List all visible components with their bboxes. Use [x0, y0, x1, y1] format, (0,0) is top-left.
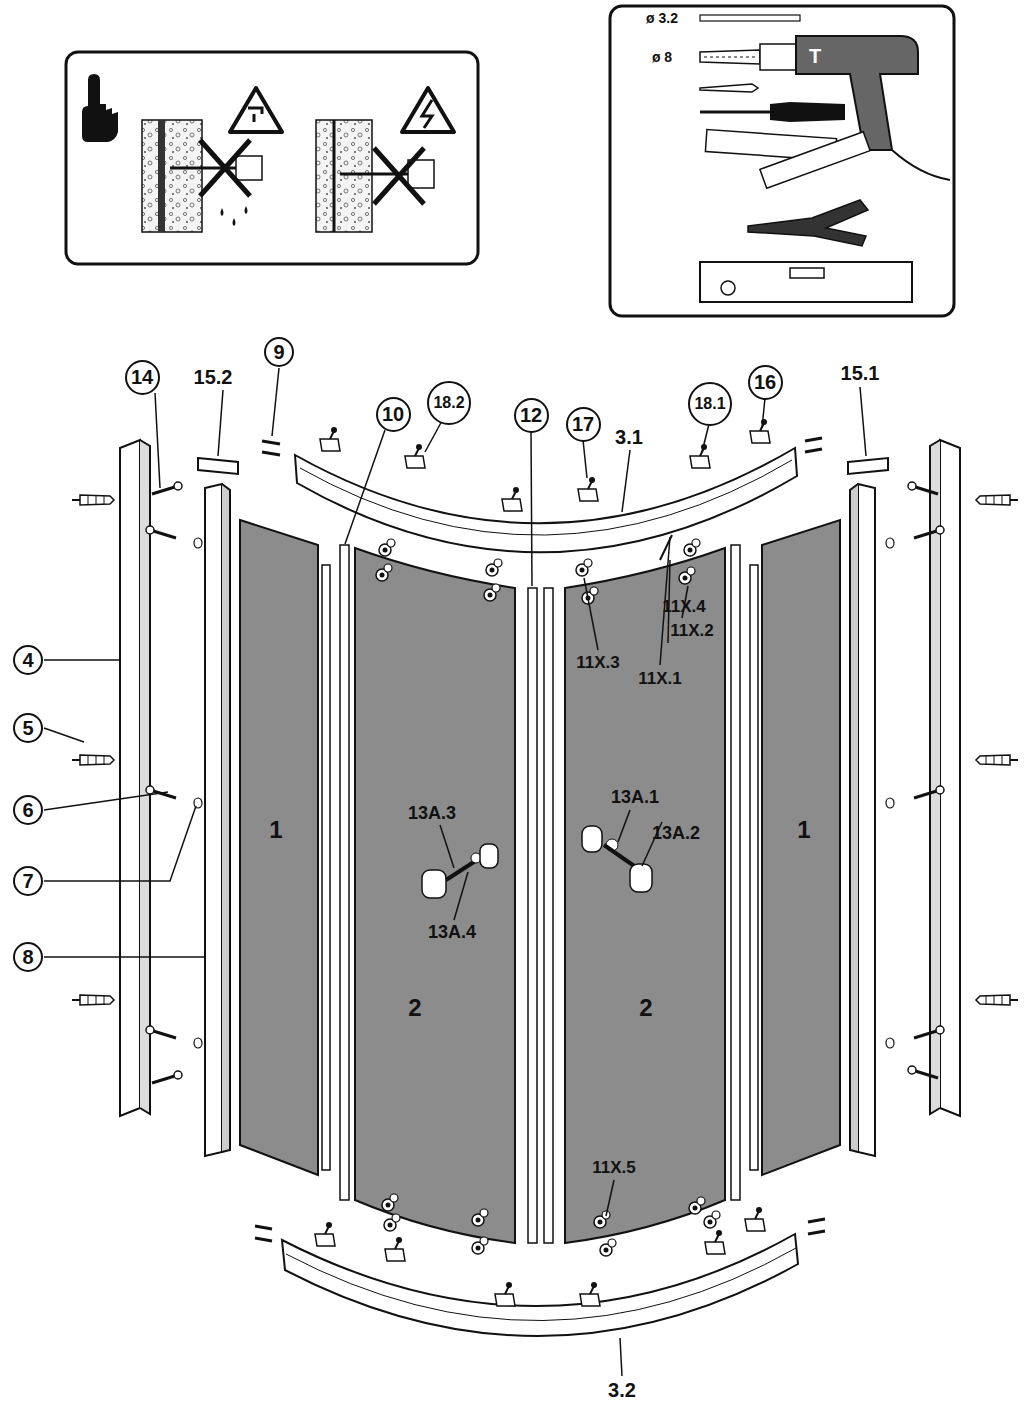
callout-number: 6	[13, 795, 43, 825]
callout-number: 8	[13, 942, 43, 972]
panel-number: 1	[797, 818, 810, 842]
callout-number: 9	[264, 337, 294, 367]
drill-size: ø 8	[652, 50, 672, 64]
callout-number: 10	[376, 397, 411, 432]
part-label: 11X.1	[638, 670, 682, 687]
callout-number: 16	[748, 365, 783, 400]
callout-number: 3.2	[608, 1380, 636, 1400]
callout-number: 7	[13, 866, 43, 896]
drill-mark: T	[809, 46, 821, 66]
part-label: 11X.4	[662, 598, 706, 615]
panel-number: 2	[639, 996, 652, 1020]
panel-number: 2	[408, 996, 421, 1020]
callout-number: 5	[13, 713, 43, 743]
part-label: 11X.3	[576, 654, 620, 671]
part-label: 13A.3	[408, 804, 456, 822]
callout-number: 15.2	[194, 367, 233, 387]
callout-number: 14	[125, 360, 160, 395]
callout-number: 17	[566, 407, 601, 442]
callout-number: 18.2	[427, 381, 471, 425]
callout-number: 3.1	[615, 427, 643, 447]
part-label: 13A.1	[611, 788, 659, 806]
part-label: 13A.4	[428, 923, 476, 941]
callout-number: 12	[514, 398, 549, 433]
part-label: 11X.5	[592, 1159, 636, 1176]
part-label: 13A.2	[652, 824, 700, 842]
callout-number: 4	[13, 645, 43, 675]
drill-size: ø 3.2	[646, 11, 678, 25]
callout-number: 18.1	[688, 382, 732, 426]
part-label: 11X.2	[670, 622, 714, 639]
panel-number: 1	[269, 818, 282, 842]
callout-number: 15.1	[841, 363, 880, 383]
